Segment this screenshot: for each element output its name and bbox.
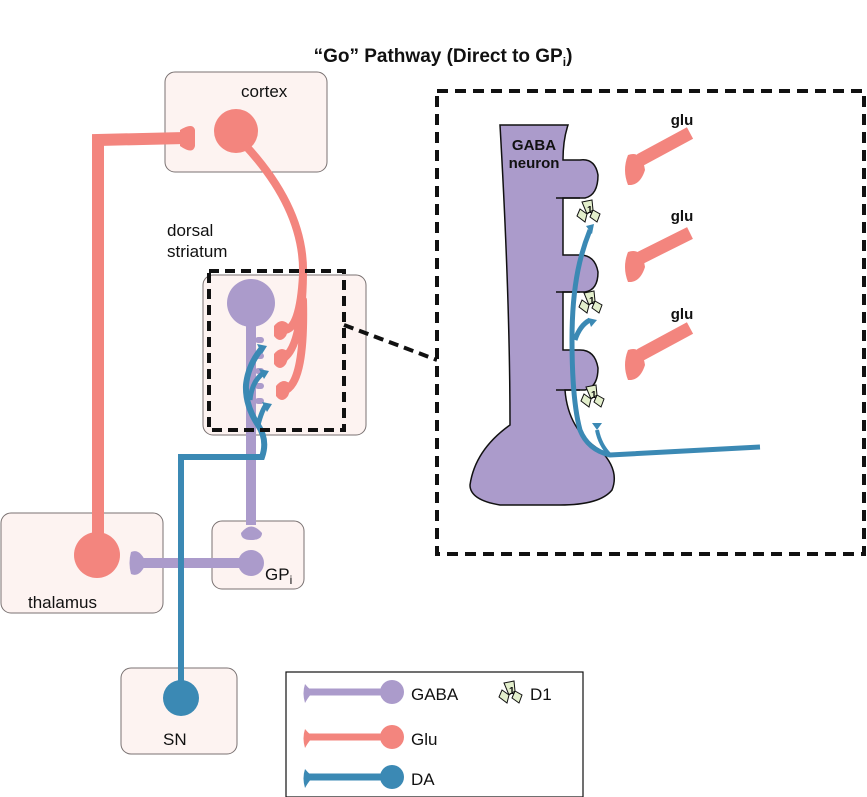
legend-label-gaba: GABA [411, 685, 459, 704]
zoom-region-box [207, 269, 346, 432]
legend-label-d1: D1 [530, 685, 552, 704]
sn-striatum-da-axon [178, 346, 268, 690]
sn-da-soma [163, 680, 199, 716]
inset-da-terminal-1 [586, 224, 594, 234]
striatum-glu-terminal-1 [274, 321, 290, 340]
svg-text:1: 1 [587, 205, 593, 216]
legend-label-glu: Glu [411, 730, 437, 749]
inset-neuron-label-line1: GABA [512, 137, 556, 154]
diagram-title: “Go” Pathway (Direct to GPi) [314, 46, 573, 69]
inset-glu-terminal-1 [625, 127, 694, 186]
thalamus-label: thalamus [28, 593, 97, 612]
legend-item-d1: 1 D1 [498, 680, 552, 704]
legend-item-da: DA [303, 765, 435, 789]
inset-glu-label-1: glu [671, 112, 694, 129]
cortex-glu-terminal [180, 126, 195, 151]
gpi-gaba-terminal [241, 526, 262, 540]
legend-item-glu: Glu [303, 725, 437, 749]
dorsal-striatum-label-line2: striatum [167, 242, 227, 261]
cortex-label: cortex [241, 82, 288, 101]
dorsal-striatum-label-line1: dorsal [167, 221, 213, 240]
inset-da-terminal-2 [588, 318, 597, 327]
inset-da-branch [595, 429, 612, 457]
striatum-da-terminal-3 [262, 402, 272, 412]
legend-item-gaba: GABA [303, 680, 459, 704]
inset-glu-terminal-2 [625, 227, 693, 283]
striatum-glu-terminal-2 [274, 349, 290, 368]
striatum-da-terminal-2 [259, 369, 269, 379]
sn-label: SN [163, 730, 187, 749]
inset-glu-terminal-3 [625, 322, 694, 381]
thalamus-gaba-terminal [129, 551, 146, 575]
inset-da-axon [569, 229, 761, 458]
gpi-label: GPi [265, 565, 292, 587]
svg-text:1: 1 [591, 390, 597, 401]
legend-label-da: DA [411, 770, 435, 789]
zoom-connector-line [343, 323, 438, 362]
inset-d1-receptor-2: 1 [578, 290, 603, 314]
inset-neuron-label-line2: neuron [509, 155, 560, 172]
svg-text:1: 1 [589, 296, 595, 307]
inset-glu-label-3: glu [671, 306, 694, 323]
inset-da-terminal-3 [592, 423, 602, 430]
inset-glu-label-2: glu [671, 208, 694, 225]
striatum-da-terminal-1 [257, 344, 267, 354]
inset-d1-receptor-3: 1 [580, 384, 605, 408]
d1-receptor-icon: 1 [498, 680, 523, 704]
thalamus-glu-soma [74, 532, 120, 578]
striatum-gaba-soma [227, 279, 275, 327]
cortex-thalamus-glu-axon [92, 132, 186, 540]
inset-d1-receptor-1: 1 [576, 199, 601, 223]
striatum-glu-terminal-3 [276, 381, 292, 400]
svg-text:1: 1 [509, 686, 515, 697]
